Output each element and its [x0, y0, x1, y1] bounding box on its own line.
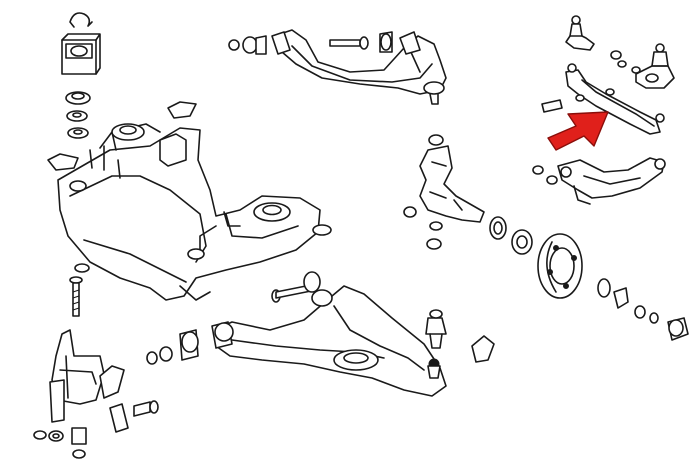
bushing-block — [61, 33, 101, 75]
stabilizer-bracket — [49, 329, 125, 423]
clip-part — [69, 12, 93, 28]
tie-rod-end-upper — [565, 15, 622, 60]
plate-bracket-upper — [47, 101, 332, 273]
tie-rod — [565, 63, 665, 135]
long-bolt — [69, 276, 83, 317]
upper-control-arm — [271, 29, 447, 105]
highlight-arrow — [547, 111, 609, 151]
idler-arm — [557, 157, 666, 205]
upper-arm-hardware — [228, 31, 393, 55]
tie-rod-end-right — [635, 43, 675, 89]
lower-arm-bushings — [146, 329, 199, 365]
brake-rotor — [537, 233, 583, 299]
linkage-nuts — [532, 60, 641, 185]
hub-seals — [597, 278, 689, 341]
steering-knuckle — [403, 134, 485, 250]
subframe — [57, 123, 321, 301]
lower-control-arm — [211, 285, 447, 397]
wheel-bearings — [489, 216, 533, 255]
small-hardware-left — [33, 400, 159, 459]
lower-arm-bolt — [271, 271, 321, 303]
bump-stop-bracket — [471, 335, 495, 363]
ball-joint-lower — [425, 309, 447, 379]
washer-stack — [65, 91, 91, 139]
